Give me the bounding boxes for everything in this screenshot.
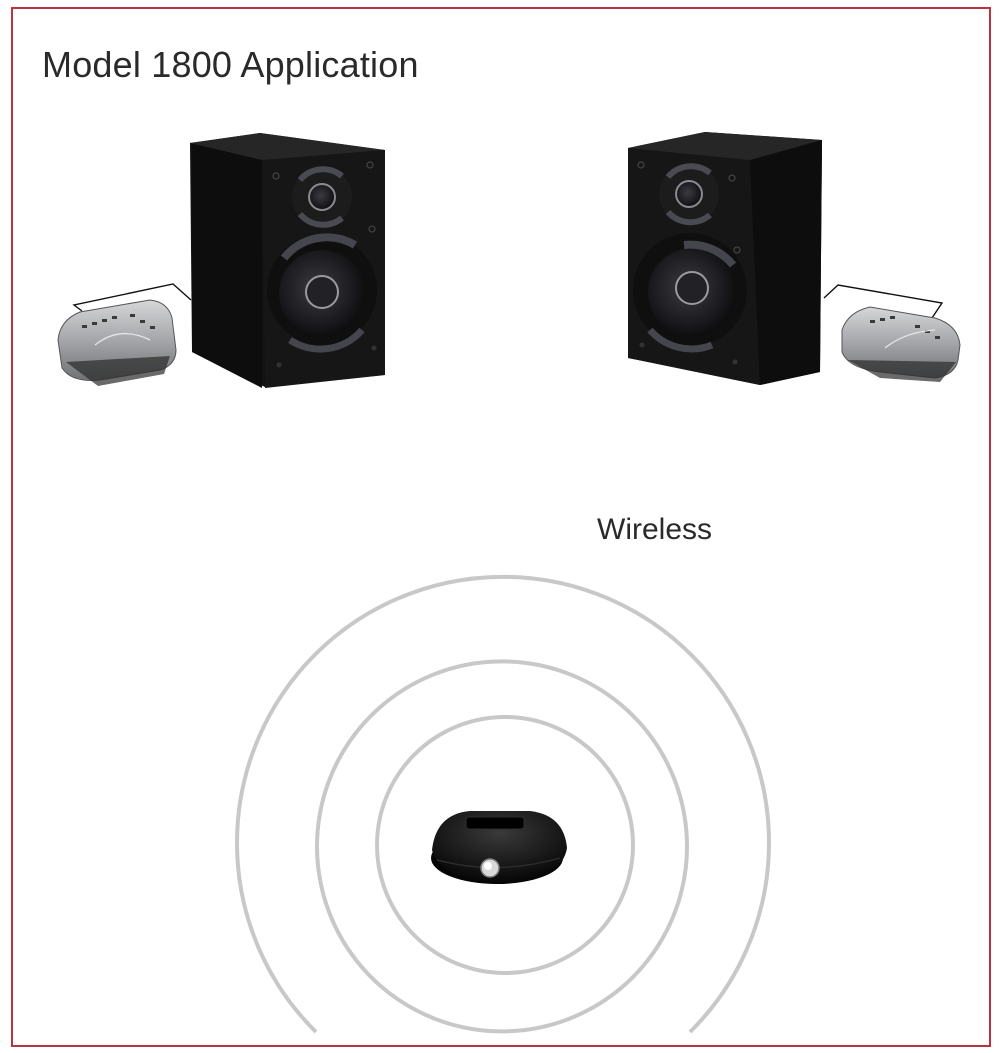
left-receiver-cable (72, 283, 192, 312)
wireless-label: Wireless (597, 513, 713, 546)
outer-signal-ring (235, 574, 771, 1034)
transmitter-dock-icon (431, 811, 567, 884)
right-speaker-icon (628, 132, 822, 385)
right-receiver-cable (823, 284, 944, 319)
right-receiver-icon (841, 306, 961, 382)
left-receiver-icon (57, 299, 177, 386)
inner-signal-ring (375, 715, 635, 975)
left-speaker-icon (190, 133, 385, 388)
middle-signal-ring (315, 659, 689, 1034)
diagram-title: Model 1800 Application (42, 44, 419, 85)
signal-rings (235, 574, 771, 1034)
